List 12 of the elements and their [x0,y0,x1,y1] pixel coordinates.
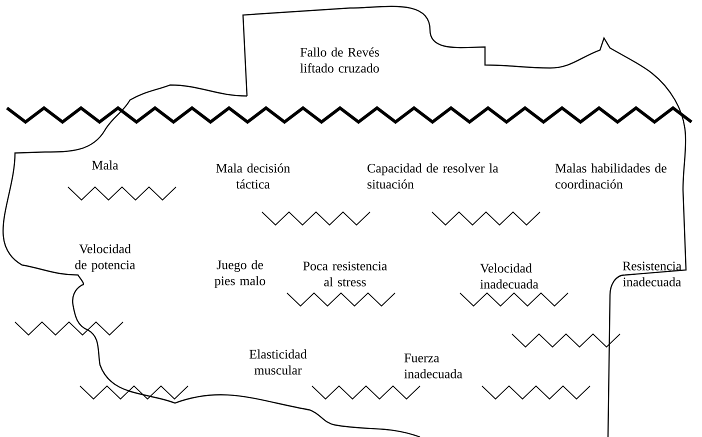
label: Velocidad de potencia [75,244,136,272]
label: Fuerza inadecuada [404,354,462,378]
label: Poca resistencia al stress [303,262,388,286]
label: Malas habilidades de coordinación [555,163,666,189]
label: Capacidad de resolver la situación [368,163,498,189]
label: Juego de pies malo [214,260,266,288]
label: Mala [92,160,118,170]
title: Fallo de Revés liftado cruzado [300,47,379,73]
label: Elasticidad muscular [250,349,307,375]
label: Mala decisión táctica [216,163,290,189]
label: Resistencia inadecuada [622,262,682,286]
label: Velocidad inadecuada [480,263,538,289]
